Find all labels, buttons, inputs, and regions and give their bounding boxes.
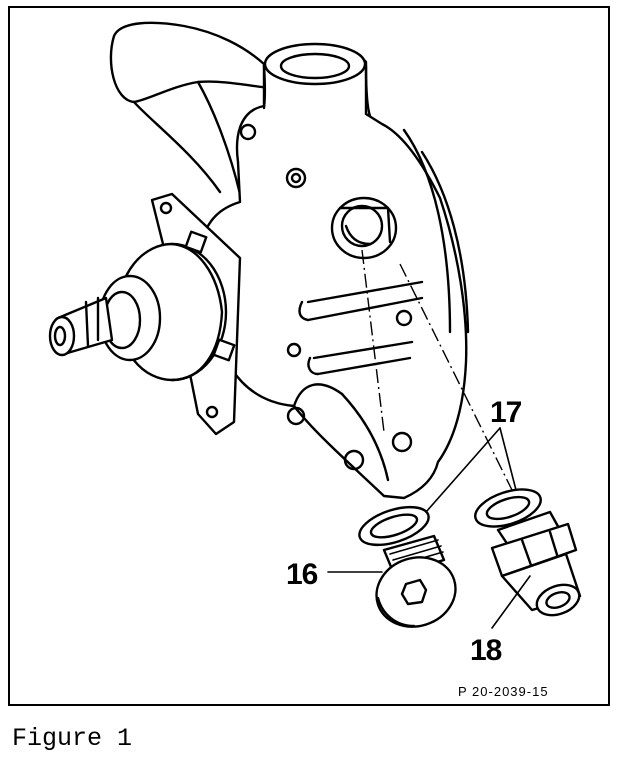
assembly-axes: [361, 249, 513, 491]
callout-18: 18: [470, 634, 502, 667]
figure-frame: 17 16 18 P 20-2039-15: [8, 6, 610, 706]
callout-17: 17: [490, 396, 522, 429]
pump-housing: [200, 42, 470, 500]
union-fitting-18: [490, 510, 582, 617]
callout-16: 16: [286, 558, 318, 591]
pulley-hub: [48, 192, 242, 436]
water-pump-drawing: 17 16 18 P 20-2039-15: [48, 21, 582, 699]
seal-ring-16: [358, 505, 430, 547]
figure-caption: Figure 1: [12, 724, 133, 753]
inlet-pipe: [109, 21, 272, 196]
drawing-reference-code: P 20-2039-15: [458, 684, 549, 699]
leader-lines: [327, 427, 531, 629]
seal-ring-17: [474, 488, 542, 528]
drain-plug-16: [375, 534, 457, 628]
